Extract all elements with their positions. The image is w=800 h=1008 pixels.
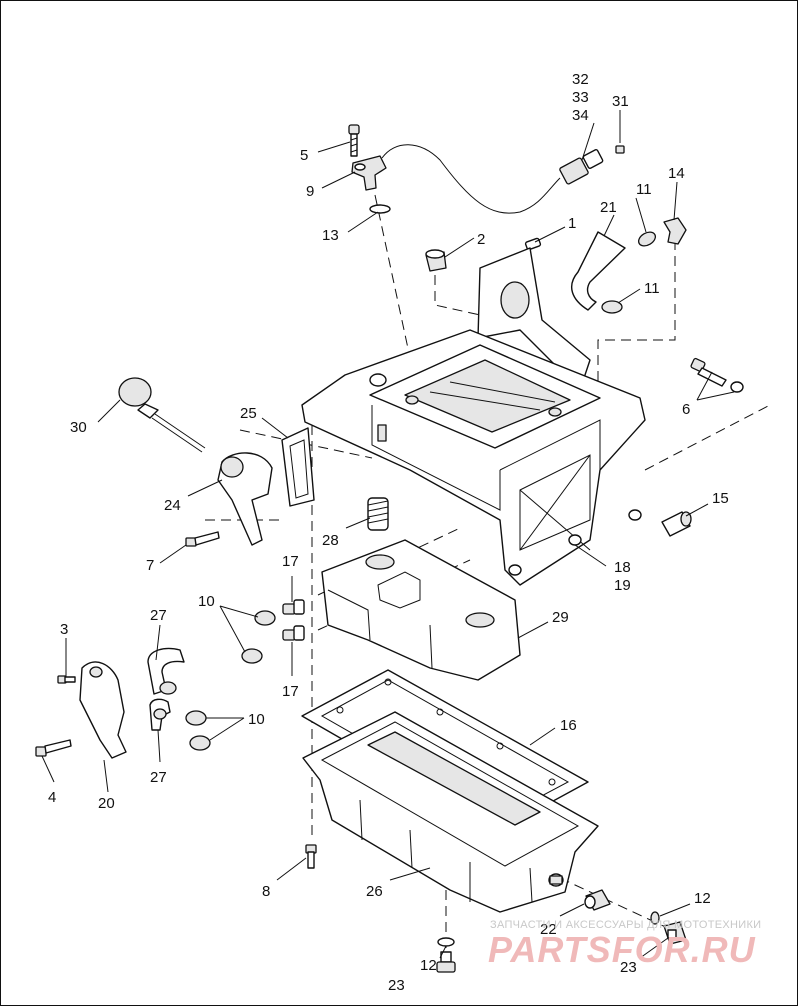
gasket-25-icon <box>281 427 315 507</box>
callout-33: 33 <box>572 89 589 106</box>
bolt-6-icon <box>690 357 744 393</box>
drain-plug-group <box>436 889 687 973</box>
o-ring-12-bottom-icon <box>437 937 455 947</box>
speed-sensor-group <box>348 124 625 214</box>
clamp-10-a-icon <box>254 610 276 626</box>
screw-5-icon <box>348 124 360 157</box>
plug-2-icon <box>425 249 447 272</box>
callout-21: 21 <box>600 199 617 216</box>
callout-1: 1 <box>568 215 576 232</box>
callout-28: 28 <box>322 532 339 549</box>
spring-28-icon <box>367 497 389 531</box>
callout-10-upper: 10 <box>198 593 215 610</box>
clamp-10-d-icon <box>189 735 211 751</box>
callout-12-right: 12 <box>694 890 711 907</box>
callout-3: 3 <box>60 621 68 638</box>
transmission-housing-18-icon <box>301 247 646 586</box>
bolt-8-icon <box>305 844 317 869</box>
pin-31-icon <box>615 145 625 154</box>
watermark: ЗАПЧАСТИ И АКСЕССУАРЫ ДЛЯ МОТОТЕХНИКИ PA… <box>488 919 761 970</box>
sensor-wire-icon <box>381 144 561 214</box>
callout-32: 32 <box>572 71 589 88</box>
o-ring-12-right-icon <box>650 911 660 925</box>
drain-plug-23-right-icon <box>663 921 687 945</box>
hose-27-upper-icon <box>147 647 185 695</box>
callout-7: 7 <box>146 557 154 574</box>
callout-24: 24 <box>164 497 181 514</box>
callout-16: 16 <box>560 717 577 734</box>
callout-25: 25 <box>240 405 257 422</box>
oil-filter-adapter-group <box>185 427 315 547</box>
bolt-7-icon <box>185 531 220 547</box>
fitting-17-lower-icon <box>282 625 305 641</box>
callout-15: 15 <box>712 490 729 507</box>
o-ring-13-icon <box>369 204 391 214</box>
oil-pan-26-icon <box>302 711 599 913</box>
bracket-group <box>35 661 127 759</box>
callout-8: 8 <box>262 883 270 900</box>
callout-5: 5 <box>300 147 308 164</box>
clamp-11-upper-icon <box>637 231 657 247</box>
callout-23-right: 23 <box>620 959 637 976</box>
pump-cover-29-icon <box>321 539 521 681</box>
fitting-17-upper-icon <box>282 599 305 615</box>
callout-11-upper: 11 <box>636 181 652 198</box>
callout-19: 19 <box>614 577 631 594</box>
leader-lines <box>41 110 735 959</box>
callout-6: 6 <box>682 401 690 418</box>
connector-32-34-icon <box>559 149 604 185</box>
callout-22: 22 <box>540 921 557 938</box>
clamp-10-b-icon <box>241 648 263 664</box>
callout-18: 18 <box>614 559 631 576</box>
callout-34: 34 <box>572 107 589 124</box>
callout-31: 31 <box>612 93 629 110</box>
drain-plug-23-bottom-icon <box>436 951 456 973</box>
hose-clamps-group <box>147 610 276 751</box>
callout-30: 30 <box>70 419 87 436</box>
callout-12-bottom: 12 <box>420 957 437 974</box>
callout-11-lower: 11 <box>644 280 660 297</box>
watermark-caption: ЗАПЧАСТИ И АКСЕССУАРЫ ДЛЯ МОТОТЕХНИКИ <box>490 919 761 931</box>
callout-13: 13 <box>322 227 339 244</box>
callout-17-lower: 17 <box>282 683 299 700</box>
callout-27-lower: 27 <box>150 769 167 786</box>
callout-27-upper: 27 <box>150 607 167 624</box>
callout-26: 26 <box>366 883 383 900</box>
callout-23-bottom: 23 <box>388 977 405 994</box>
clamp-11-lower-icon <box>601 300 623 314</box>
callout-10-lower: 10 <box>248 711 265 728</box>
elbow-fitting-14-icon <box>663 217 687 245</box>
bolt-4-icon <box>35 739 72 757</box>
bracket-20-icon <box>79 661 127 759</box>
speed-sensor-9-icon <box>351 155 387 191</box>
dipstick-30-icon <box>118 377 206 453</box>
callout-14: 14 <box>668 165 685 182</box>
bushing-15-icon <box>661 511 692 537</box>
plug-22-icon <box>584 889 611 911</box>
callout-29: 29 <box>552 609 569 626</box>
clamp-10-c-icon <box>185 710 207 726</box>
callout-4: 4 <box>48 789 56 806</box>
callout-20: 20 <box>98 795 115 812</box>
screw-3-icon <box>57 675 76 684</box>
callout-labels: 32 33 34 31 5 9 13 1 2 21 11 14 11 6 30 … <box>48 71 729 994</box>
vent-hose-group <box>425 217 687 314</box>
callout-9: 9 <box>306 183 314 200</box>
watermark-brand: PARTSFOR.RU <box>488 929 756 970</box>
vent-hose-21-icon <box>570 231 626 311</box>
callout-17-upper: 17 <box>282 553 299 570</box>
callout-2: 2 <box>477 231 485 248</box>
